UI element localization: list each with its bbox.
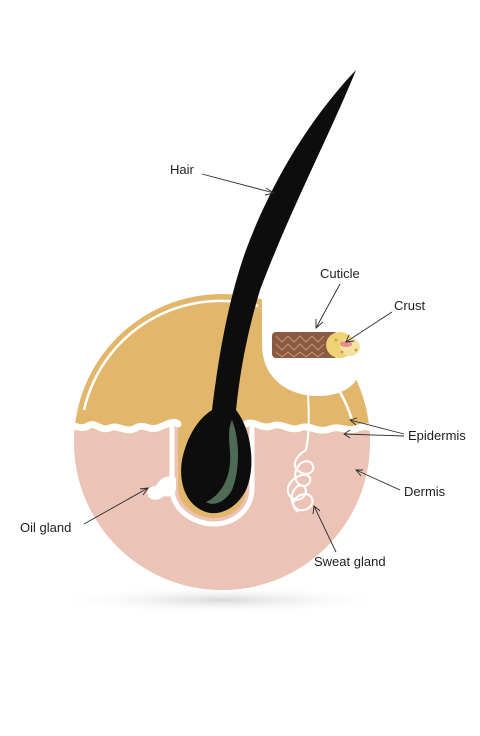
hair-cross-section	[272, 332, 360, 358]
sweat-duct	[305, 361, 310, 451]
crust-dot-2	[354, 348, 358, 352]
crust-dot-3	[340, 350, 344, 354]
arrowhead-hair	[264, 187, 276, 196]
medulla-end	[340, 338, 360, 356]
epidermis-boundary-right	[242, 419, 370, 434]
arrowhead-dermis	[355, 469, 363, 477]
label-crust: Crust	[394, 298, 425, 313]
crust-core	[340, 341, 352, 347]
label-dermis: Dermis	[404, 484, 446, 499]
leader-epidermis-bottom	[343, 433, 405, 437]
arrowhead-cuticle	[315, 319, 324, 329]
epidermis-boundary-left	[74, 418, 182, 434]
label-oil-gland: Oil gland	[20, 520, 71, 535]
inner-outline	[82, 299, 259, 411]
leader-epidermis-top	[349, 419, 405, 435]
oil-gland-shape	[147, 476, 176, 500]
arrowhead-epidermis-top	[349, 417, 358, 426]
label-sweat-gland: Sweat gland	[314, 554, 386, 569]
sweat-gland-coil	[286, 449, 315, 513]
hair-shaft	[181, 70, 356, 514]
label-cuticle: Cuticle	[320, 266, 360, 281]
leader-hair	[201, 173, 275, 194]
arrowhead-oil-gland	[139, 487, 149, 496]
arrowhead-sweat-gland	[312, 505, 321, 515]
hair-bulb-papilla	[206, 420, 238, 504]
cuticle-scales	[275, 335, 325, 358]
leader-oil-gland	[83, 487, 149, 525]
leader-cuticle	[315, 283, 341, 329]
ground-shadow	[52, 586, 392, 614]
label-epidermis: Epidermis	[408, 428, 466, 443]
arrowhead-epidermis-bottom	[343, 429, 351, 439]
leader-crust	[345, 311, 393, 343]
arrowhead-crust	[345, 334, 355, 343]
label-hair: Hair	[170, 162, 195, 177]
follicle-socket	[169, 420, 255, 527]
crust-dot-1	[334, 338, 338, 342]
leader-sweat-gland	[313, 505, 337, 553]
leader-dermis	[355, 469, 401, 491]
